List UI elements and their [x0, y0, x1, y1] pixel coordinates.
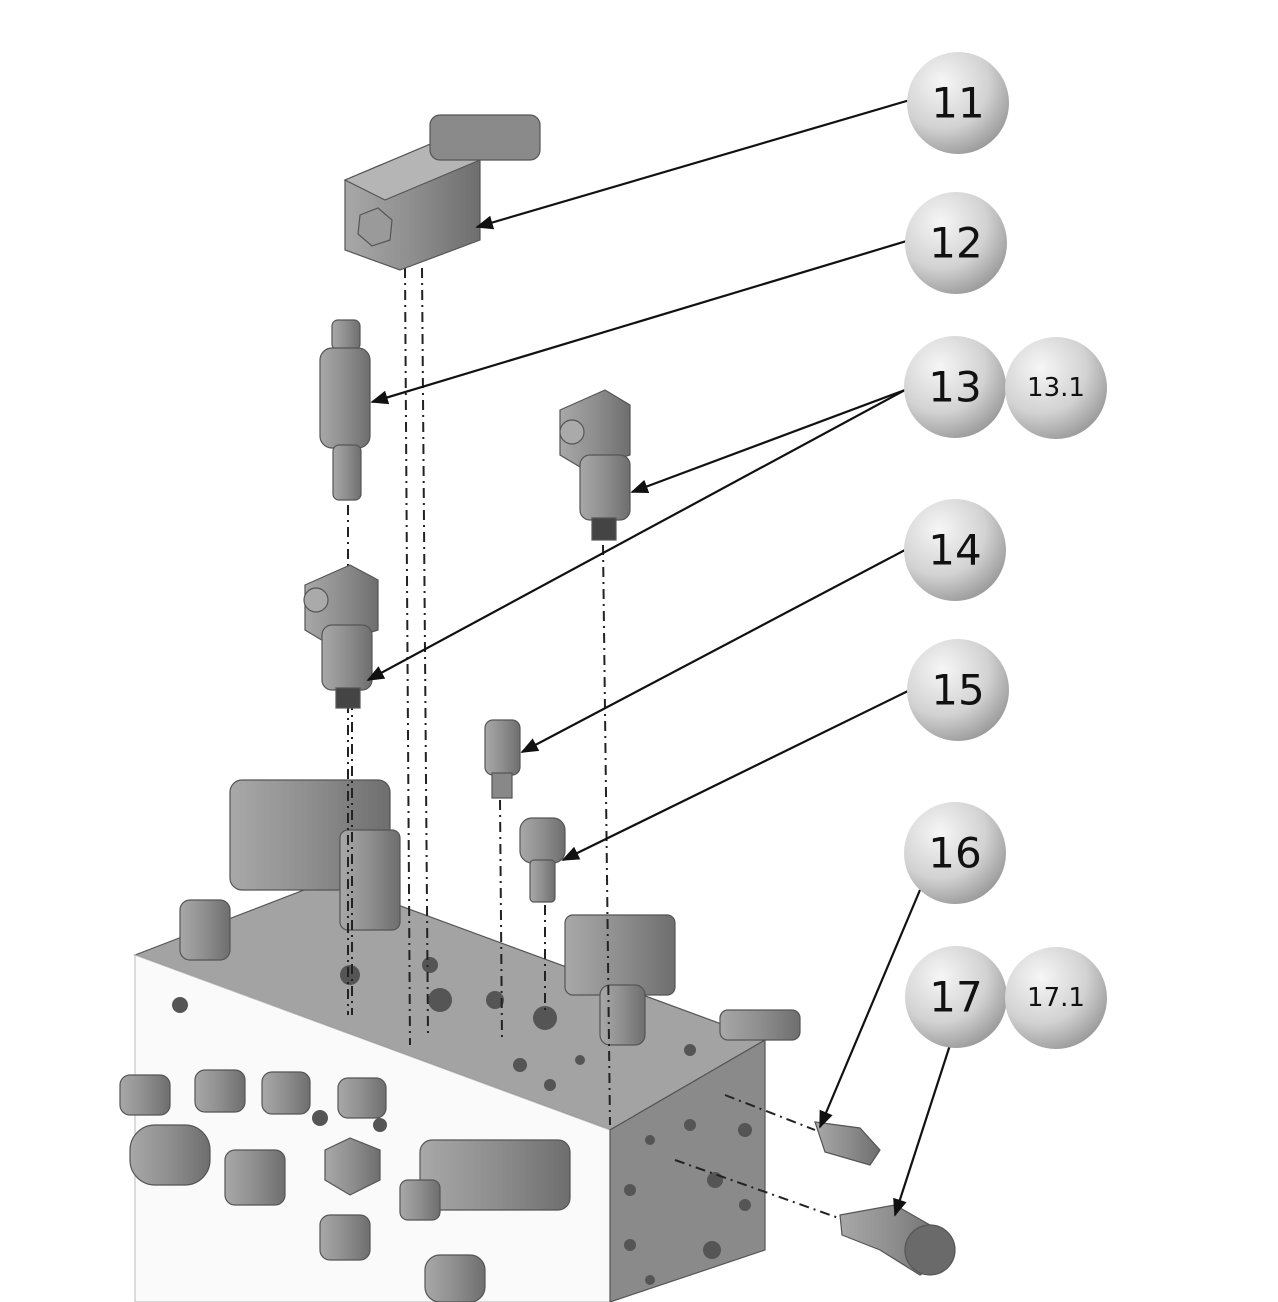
balloon-13: 13	[904, 336, 1006, 438]
balloon-15: 15	[907, 639, 1009, 741]
part-12-cartridge-valve	[319, 319, 371, 501]
balloon-label: 16	[928, 829, 981, 878]
balloon-label: 14	[928, 526, 981, 575]
part-15-check-valve	[519, 817, 566, 903]
balloon-12: 12	[905, 192, 1007, 294]
part-13-pressure-switch-lower	[303, 564, 379, 709]
balloon-13-1: 13.1	[1005, 337, 1107, 439]
balloon-label: 13.1	[1027, 373, 1085, 403]
block-ports	[172, 957, 752, 1285]
block-fittings	[119, 779, 801, 1302]
leader-lines	[366, 98, 952, 1217]
part-17-plug	[839, 1204, 956, 1276]
balloon-11: 11	[907, 52, 1009, 154]
part-13-pressure-switch-upper	[559, 389, 631, 541]
block-front-face	[134, 954, 611, 1302]
balloon-17: 17	[905, 946, 1007, 1048]
balloon-label: 17.1	[1027, 983, 1085, 1013]
part-11-solenoid-valve	[343, 114, 541, 271]
balloon-17-1: 17.1	[1005, 947, 1107, 1049]
balloon-14: 14	[904, 499, 1006, 601]
balloon-label: 13	[928, 363, 981, 412]
balloon-label: 17	[929, 973, 982, 1022]
part-14-plug	[484, 719, 521, 799]
balloon-label: 11	[931, 79, 984, 128]
assembly-axes	[347, 267, 851, 1223]
part-16-orifice	[814, 1121, 881, 1166]
manifold-block	[119, 779, 801, 1302]
block-side-face	[609, 1038, 766, 1302]
balloon-label: 15	[931, 666, 984, 715]
balloon-label: 12	[929, 219, 982, 268]
balloon-16: 16	[904, 802, 1006, 904]
